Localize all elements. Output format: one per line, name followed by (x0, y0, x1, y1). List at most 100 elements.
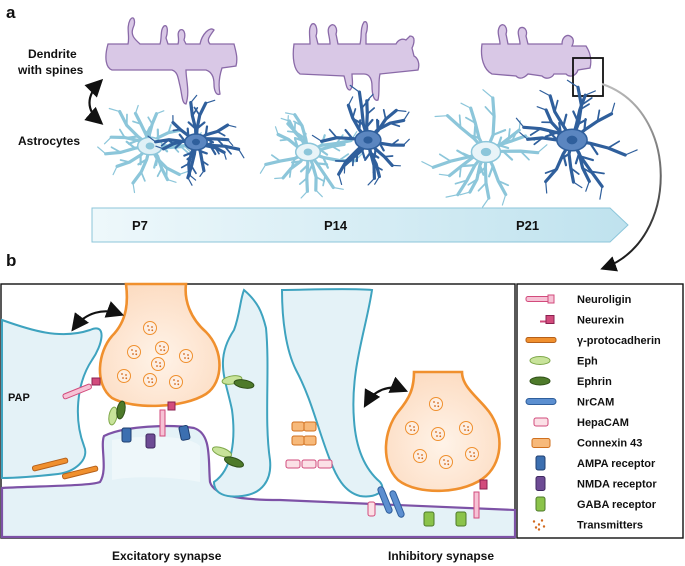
vesicle-icon (405, 421, 419, 435)
astrocyte-light-p7 (97, 104, 202, 194)
legend-item: Transmitters (532, 519, 643, 532)
protocadherin-icon (61, 465, 99, 480)
excitatory-synapse-label: Excitatory synapse (112, 549, 222, 563)
legend-item: γ-protocadherin (525, 335, 661, 347)
panel-a-label: a (6, 3, 16, 22)
timeline-arrow (91, 207, 629, 243)
neuroligin-icon (525, 294, 555, 304)
dendrite-inner-shade (112, 436, 200, 482)
ampa-receptor-icon (121, 427, 132, 443)
legend-item-label: γ-protocadherin (577, 335, 661, 347)
astrocytes-group (97, 79, 638, 208)
interaction-double-arrow-excitatory (71, 301, 125, 332)
vesicle-icon (431, 427, 445, 441)
zoom-curve-arrow (600, 83, 662, 272)
vesicle-icon (465, 447, 479, 461)
timeline-label-p7: P7 (132, 218, 148, 233)
neurexin-icon (540, 315, 555, 324)
neuroligin-icon (62, 383, 92, 400)
legend-item: AMPA receptor (535, 455, 656, 471)
legend-item-label: GABA receptor (577, 499, 657, 511)
neurexin-icon (479, 479, 488, 490)
astrocyte-light-p14 (259, 112, 364, 199)
vesicle-icon (151, 357, 165, 371)
nrcam-icon (389, 490, 405, 518)
pap-left (1, 318, 103, 480)
legend-item-label: HepaCAM (577, 417, 629, 429)
protocadherin-icon (525, 337, 557, 343)
connexin43-icon (303, 421, 317, 432)
vesicle-icon (117, 369, 131, 383)
neuroligin-icon (473, 491, 480, 519)
vesicle-icon (143, 373, 157, 387)
hepacam-icon (301, 459, 317, 469)
vesicle-icon (459, 421, 473, 435)
ephrin-icon (233, 379, 255, 389)
legend-item: NMDA receptor (535, 476, 657, 491)
panel-b-label: b (6, 251, 16, 270)
connexin43-icon (303, 435, 317, 446)
timeline-label-p14: P14 (324, 218, 348, 233)
nmda-receptor-icon (535, 476, 546, 491)
legend-item-label: Connexin 43 (577, 438, 642, 450)
timeline-label-p21: P21 (516, 218, 539, 233)
vesicle-icon (179, 349, 193, 363)
legend-item: Neurexin (540, 315, 624, 327)
ampa-receptor-icon (178, 424, 191, 441)
legend-item: Eph (529, 356, 598, 368)
eph-icon (212, 446, 232, 458)
astrocyte-light-p21 (421, 89, 548, 208)
ephrin-icon (116, 400, 126, 420)
nrcam-icon (377, 486, 393, 514)
connexin43-icon (531, 438, 551, 448)
astrocyte-dark-p7 (147, 94, 245, 186)
vesicle-icon (439, 455, 453, 469)
legend-item-label: Neurexin (577, 315, 624, 327)
dendrite-p14 (292, 21, 420, 101)
legend-item-label: NMDA receptor (577, 479, 657, 491)
hepacam-icon (533, 417, 549, 427)
hepacam-icon (367, 501, 376, 517)
interaction-double-arrow-a (84, 78, 104, 125)
neuroligin-icon (159, 409, 166, 437)
ephrin-icon (224, 456, 244, 468)
neurexin-icon (91, 377, 101, 386)
legend-frame (516, 283, 684, 539)
nrcam-icon (525, 398, 557, 405)
dendrite-label-line1: Dendrite (28, 47, 77, 61)
legend-item-label: Transmitters (577, 520, 643, 532)
legend-item: Connexin 43 (531, 438, 642, 450)
dendrite-p7 (105, 17, 238, 105)
legend-item: Neuroligin (525, 294, 632, 306)
vesicle-icon (429, 397, 443, 411)
inhibitory-synapse-label: Inhibitory synapse (388, 549, 494, 563)
legend-item-label: NrCAM (577, 397, 614, 409)
gaba-receptor-icon (455, 511, 467, 527)
vesicle-icon (143, 321, 157, 335)
hepacam-icon (285, 459, 301, 469)
neurexin-icon (167, 401, 176, 411)
dendrite-p21 (480, 24, 592, 79)
legend-item-label: Neuroligin (577, 294, 632, 306)
legend-item: NrCAM (525, 397, 614, 409)
gaba-receptor-icon (423, 511, 435, 527)
vesicle-icon (127, 345, 141, 359)
vesicle-icon (169, 375, 183, 389)
legend-item-label: AMPA receptor (577, 458, 656, 470)
zoom-box (572, 57, 604, 97)
nmda-receptor-icon (145, 433, 156, 449)
connexin43-icon (291, 421, 305, 432)
legend-item-label: Ephrin (577, 376, 612, 388)
molecule-layer (31, 375, 488, 527)
protocadherin-icon (31, 457, 69, 472)
legend-item: Ephrin (529, 376, 612, 388)
pap-label: PAP (8, 392, 30, 404)
ampa-receptor-icon (535, 455, 546, 471)
legend-item-label: Eph (577, 356, 598, 368)
dendrite-label-line2: with spines (17, 63, 84, 77)
hepacam-icon (317, 459, 333, 469)
astrocytes-label: Astrocytes (18, 134, 80, 148)
astrocyte-dark-p14 (311, 84, 410, 186)
